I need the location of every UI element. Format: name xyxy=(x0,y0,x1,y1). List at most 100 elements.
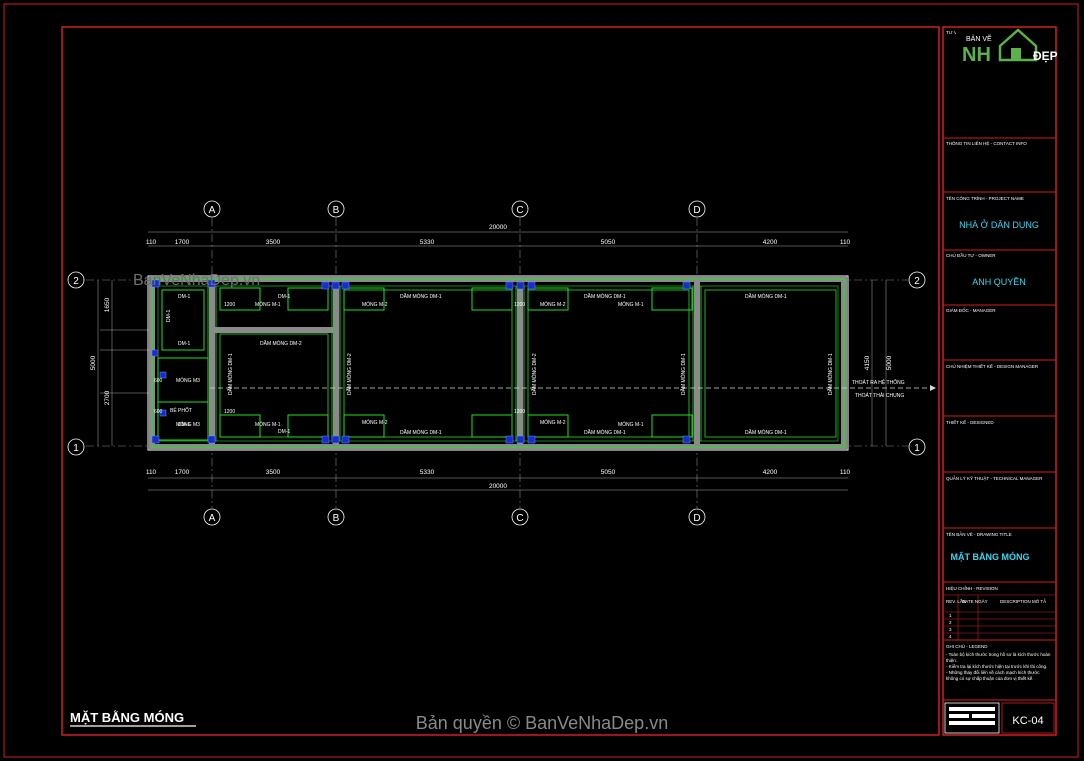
dimension-texts: 20000 110 1700 3500 5330 5050 4200 110 1… xyxy=(90,224,893,490)
column xyxy=(151,279,160,288)
grid-label-1-right: 1 xyxy=(914,443,920,454)
foundation-plan xyxy=(147,275,936,451)
grid-bubble-c-bottom xyxy=(511,508,529,526)
footing-m1 xyxy=(219,414,261,438)
grid-bubble-a-bottom xyxy=(203,508,221,526)
tb-notes-label: GHI CHÚ - LEGEND xyxy=(946,643,988,649)
label-mong-m2: MÓNG M-2 xyxy=(362,301,388,308)
internal-beam-edges xyxy=(207,286,837,441)
grid-bubble-2-right xyxy=(908,271,926,289)
sheet-logo-bar xyxy=(949,707,995,711)
dim-span-2-bottom: 3500 xyxy=(266,469,281,476)
label-mong-m1: MÓNG M-1 xyxy=(618,301,644,308)
label-dam-dm2: DẦM MÓNG DM-2 xyxy=(260,340,302,347)
label-dm1: DM-1 xyxy=(278,429,290,435)
title-block-frame xyxy=(942,26,1057,736)
dim-span-0-top: 110 xyxy=(146,239,157,246)
dim-span-0-bottom: 110 xyxy=(146,469,157,476)
label-dm1: DM-1 xyxy=(278,294,290,300)
column xyxy=(341,281,350,290)
tb-revision-label: HIỆU CHỈNH - REVISION xyxy=(946,584,998,591)
label-dm1: DM-1 xyxy=(178,422,190,428)
footing-m2 xyxy=(343,414,385,438)
label-be-phot: BỂ PHỐT xyxy=(170,407,192,414)
tb-contact-label: THÔNG TIN LIÊN HỆ - CONTACT INFO xyxy=(946,139,1027,146)
column xyxy=(159,371,167,379)
room-d-end-outline xyxy=(704,289,837,438)
grid-label-2-right: 2 xyxy=(914,276,920,287)
column xyxy=(516,435,525,444)
tb-designer-label: THIẾT KẾ - DESIGNED xyxy=(946,419,994,425)
grid-bubbles: A B C D A B C D 2 1 2 1 xyxy=(67,200,926,526)
rev-row-3: 3 xyxy=(949,627,952,632)
dim-span-1-top: 1700 xyxy=(175,239,190,246)
column xyxy=(207,435,216,444)
label-mong-m3-b: MÓNG M3 xyxy=(176,421,200,428)
house-door-icon xyxy=(1011,48,1021,60)
tb-drawing-title-label: TÊN BẢN VẼ - DRAWING TITLE xyxy=(946,530,1012,537)
title-block: TƯ VẤN THÔNG TIN LIÊN HỆ - CONTACT INFO … xyxy=(942,26,1057,736)
tb-consultant-label: TƯ VẤN xyxy=(946,29,963,35)
grid-bubble-2-left xyxy=(67,271,85,289)
rev-header-2: DESCRIPTION MÔ TẢ xyxy=(1000,598,1046,604)
dim-left-0: 1650 xyxy=(104,297,111,312)
label-dm1-vertical: DM-1 xyxy=(166,310,172,322)
label-dam-dm2-vertical: DẦM MÓNG DM-2 xyxy=(346,353,353,395)
tb-project-label: TÊN CÔNG TRÌNH - PROJECT NAME xyxy=(946,194,1024,201)
footing-m1 xyxy=(651,414,693,438)
tb-drawing-title: MẶT BẰNG MÓNG xyxy=(951,551,1030,562)
rev-row-2: 2 xyxy=(949,620,952,625)
column xyxy=(151,435,160,444)
logo-line1: BẢN VẼ xyxy=(966,34,992,43)
column xyxy=(682,435,691,444)
tb-note-0: - Toàn bộ kích thước trong hồ sơ là kích… xyxy=(946,652,1051,657)
sheet-logo-box xyxy=(944,702,1000,734)
tb-owner-label: CHỦ ĐẦU TƯ - OWNER xyxy=(946,252,996,258)
watermark-bottom: Bản quyền © BanVeNhaDep.vn xyxy=(416,713,668,733)
septic-tank xyxy=(157,401,209,441)
column xyxy=(682,281,691,290)
tb-technical-label: QUẢN LÝ KỸ THUẬT - TECHNICAL MANAGER xyxy=(946,475,1043,481)
dim-total-top: 20000 xyxy=(489,224,507,231)
tb-owner-name: ANH QUYỀN xyxy=(972,277,1026,287)
dim-left-1: 2700 xyxy=(104,390,111,405)
dimension-lines xyxy=(97,231,887,491)
grid-label-b-bottom: B xyxy=(333,513,340,524)
grid-label-d-top: D xyxy=(693,205,700,216)
drawing-frame xyxy=(61,26,940,736)
footing-m2 xyxy=(343,287,385,311)
dim-span-1-bottom: 1700 xyxy=(175,469,190,476)
drain-label-2: THOÁT THẢI CHUNG xyxy=(855,392,904,399)
dim-span-2-top: 3500 xyxy=(266,239,281,246)
column xyxy=(527,281,536,290)
label-600: 600 xyxy=(154,378,163,384)
footing-m2 xyxy=(471,287,513,311)
label-1200: 1200 xyxy=(514,302,525,308)
rev-header-1: DATE NGÀY xyxy=(962,598,988,604)
tb-note-3: - Những thay đổi liên về cách mạch kích … xyxy=(946,669,1040,675)
label-1200: 1200 xyxy=(224,409,235,415)
rev-row-1: 1 xyxy=(949,613,952,618)
rev-header-0: REV. LẦN xyxy=(946,598,966,604)
sheet-outer-border xyxy=(3,3,1079,758)
dim-span-3-top: 5330 xyxy=(420,239,435,246)
footing-m1 xyxy=(287,287,329,311)
dim-span-6-bottom: 110 xyxy=(840,469,851,476)
grid-bubble-b-top xyxy=(327,200,345,218)
column xyxy=(207,279,216,288)
tb-note-1: thiện. xyxy=(946,658,957,663)
grid-label-c-bottom: C xyxy=(516,513,523,524)
column xyxy=(505,281,514,290)
internal-beams xyxy=(209,280,700,446)
grid-label-2-left: 2 xyxy=(73,276,79,287)
column xyxy=(527,435,536,444)
watermark-top-left: BanVeNhaDep.vn xyxy=(133,272,260,289)
sheet-logo-bar xyxy=(972,714,995,718)
grid-label-1-left: 1 xyxy=(73,443,79,454)
dim-span-4-bottom: 5050 xyxy=(601,469,616,476)
tb-project-name: NHÀ Ở DÂN DỤNG xyxy=(959,219,1039,230)
sheet-number-box xyxy=(1001,702,1055,734)
label-dam-dm1-vertical: DẦM MÓNG DM-1 xyxy=(680,353,687,395)
